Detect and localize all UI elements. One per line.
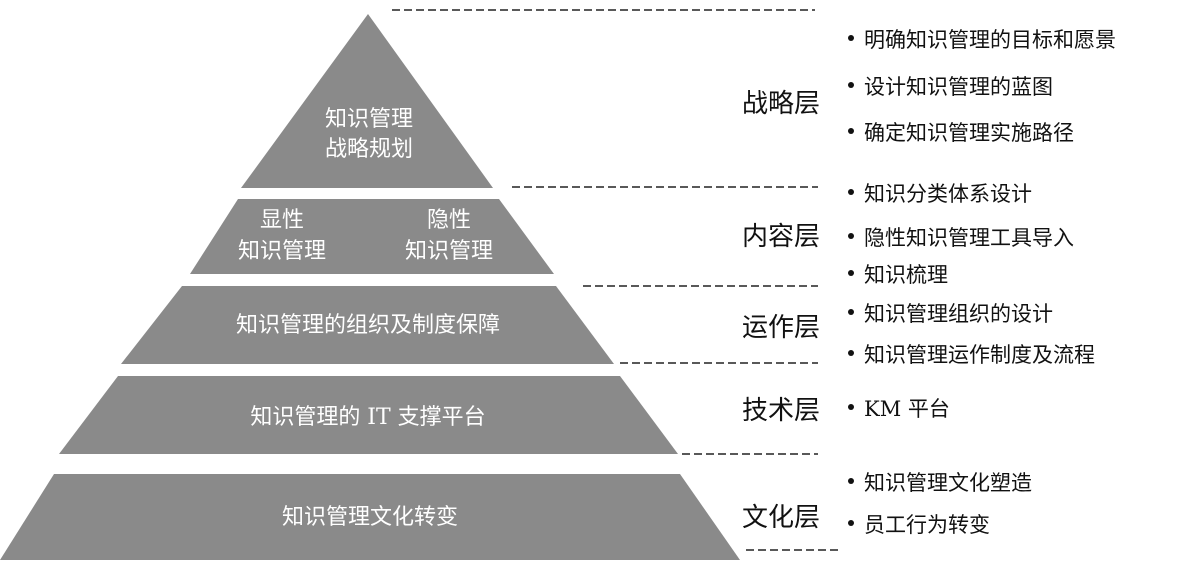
tier-content bbox=[190, 199, 554, 274]
bullet-item: 知识分类体系设计 bbox=[848, 181, 1032, 207]
bullet-item: 设计知识管理的蓝图 bbox=[848, 74, 1053, 100]
bullet-item: 知识梳理 bbox=[848, 262, 948, 288]
tier-content-left-line-1: 显性 bbox=[260, 208, 304, 233]
bullet-dot-icon bbox=[848, 188, 854, 195]
bullet-item: 确定知识管理实施路径 bbox=[848, 120, 1074, 146]
bullet-item: 员工行为转变 bbox=[848, 512, 990, 538]
bullet-item: KM 平台 bbox=[848, 396, 950, 422]
tier-strategy bbox=[241, 14, 493, 188]
tier-content-left-line-2: 知识管理 bbox=[238, 239, 326, 264]
bullet-dot-icon bbox=[848, 232, 854, 239]
bullet-item: 知识管理组织的设计 bbox=[848, 301, 1053, 327]
tier-strategy-line-2: 战略规划 bbox=[325, 137, 413, 162]
layer-name-technology: 技术层 bbox=[741, 396, 820, 426]
bullet-dot-icon bbox=[848, 34, 854, 41]
bullet-item: 知识管理文化塑造 bbox=[848, 470, 1032, 496]
bullet-dot-icon bbox=[848, 403, 854, 410]
tier-culture bbox=[0, 474, 740, 560]
tier-content-right-line-1: 隐性 bbox=[427, 208, 471, 233]
bullet-dot-icon bbox=[848, 308, 854, 315]
bullet-dot-icon bbox=[848, 519, 854, 526]
bullet-dot-icon bbox=[848, 81, 854, 88]
bullet-dot-icon bbox=[848, 477, 854, 484]
tier-culture-label: 知识管理文化转变 bbox=[282, 505, 458, 530]
bullet-item: 知识管理运作制度及流程 bbox=[848, 342, 1095, 368]
bullet-dot-icon bbox=[848, 269, 854, 276]
tier-technology-label: 知识管理的 IT 支撑平台 bbox=[250, 405, 485, 430]
bullet-dot-icon bbox=[848, 127, 854, 134]
bullet-item: 明确知识管理的目标和愿景 bbox=[848, 27, 1116, 53]
layer-name-culture: 文化层 bbox=[741, 503, 820, 533]
tier-operation-label: 知识管理的组织及制度保障 bbox=[236, 313, 500, 338]
bullet-dot-icon bbox=[848, 349, 854, 356]
tier-technology bbox=[59, 376, 678, 454]
bullet-item: 隐性知识管理工具导入 bbox=[848, 225, 1074, 251]
tier-operation bbox=[121, 286, 614, 364]
tier-strategy-line-1: 知识管理 bbox=[325, 107, 413, 132]
layer-name-content: 内容层 bbox=[741, 222, 820, 252]
layer-name-operation: 运作层 bbox=[741, 313, 820, 343]
layer-name-strategy: 战略层 bbox=[741, 89, 820, 119]
tier-content-right-line-2: 知识管理 bbox=[405, 239, 493, 264]
